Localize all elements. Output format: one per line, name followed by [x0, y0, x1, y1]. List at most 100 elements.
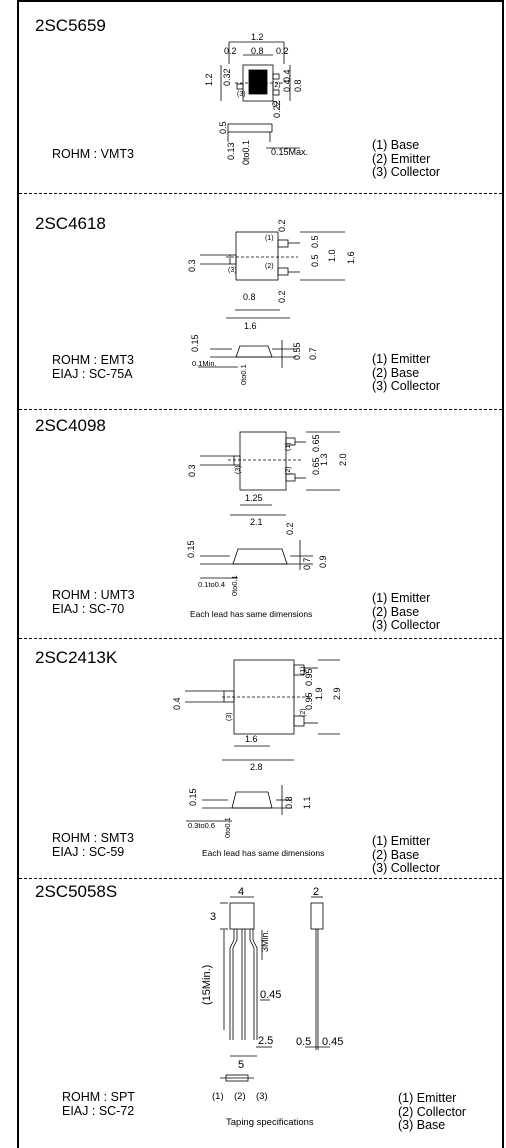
dim-label: 0.15: [190, 334, 200, 352]
pin-item: (3) Base: [398, 1118, 446, 1132]
pin-label: (3): [228, 267, 237, 274]
dim-label: 0.4: [282, 69, 292, 82]
dim-label: 2.0: [338, 453, 348, 466]
dim-label: 0.15: [186, 540, 196, 558]
dim-label: 0.45: [322, 1036, 343, 1048]
pin-item: (1) Emitter: [372, 352, 431, 366]
dim-label: 0.3: [187, 259, 197, 272]
pin-label: (1): [265, 235, 274, 242]
package-name: ROHM : SPT: [62, 1090, 135, 1104]
dim-label: 0.55: [292, 342, 302, 360]
dim-label: 0.1to0.4: [198, 580, 225, 589]
dim-label: 0.5: [310, 254, 320, 267]
dim-label: 0.65: [311, 434, 321, 452]
section-divider: [19, 878, 502, 879]
dim-label: (15Min.): [201, 965, 213, 1005]
section-divider: [19, 193, 502, 194]
dim-label: 0.5: [310, 235, 320, 248]
dim-label: 2.5: [258, 1035, 273, 1047]
pin-item: (1) Emitter: [398, 1091, 457, 1105]
dim-label: 0.22: [272, 100, 282, 118]
pin-label: (2): [234, 1091, 246, 1102]
pin-item: (1) Emitter: [372, 834, 431, 848]
pin-list: (1) Emitter (2) Base (3) Collector: [372, 591, 441, 633]
pin-label: (1): [285, 442, 292, 451]
pin-item: (1) Emitter: [372, 591, 431, 605]
dim-label: 2.8: [250, 762, 263, 772]
pin-label: (2): [265, 263, 274, 270]
part-number: 2SC4618: [35, 214, 106, 233]
pin-item: (3) Collector: [372, 618, 441, 632]
dim-label: 0.9: [318, 555, 328, 568]
dim-label: 0.95: [304, 692, 314, 710]
pin-list: (1) Emitter (2) Collector (3) Base: [398, 1091, 466, 1133]
package-name: ROHM : SMT3: [52, 831, 134, 845]
pin-item: (2) Base: [372, 604, 420, 619]
pin-list: (1) Emitter (2) Base (3) Collector: [372, 834, 441, 876]
dim-label: 1.6: [346, 251, 356, 264]
dim-label: 0.2: [277, 219, 287, 232]
dim-label: 1.9: [314, 687, 324, 700]
pin-item: (2) Emitter: [372, 151, 431, 166]
pin-label: (1): [212, 1091, 224, 1102]
section-divider: [19, 638, 502, 639]
pin-list: (1) Emitter (2) Base (3) Collector: [372, 352, 440, 394]
dim-label: 1.0: [327, 249, 337, 262]
pin-label: (3): [235, 465, 242, 474]
dim-label: 0.8: [293, 79, 303, 92]
package-standard: EIAJ : SC-59: [52, 845, 125, 859]
package-name: ROHM : VMT3: [52, 147, 134, 161]
document-frame: [17, 0, 504, 1148]
dim-label: 2.1: [250, 517, 263, 527]
pin-label: (1): [272, 101, 281, 108]
dim-label: 1.3: [319, 453, 329, 466]
dim-label: 2.9: [332, 687, 342, 700]
dim-label: 0.2: [224, 46, 237, 56]
package-info: ROHM : SPT EIAJ : SC-72: [62, 1090, 135, 1118]
package-name: ROHM : UMT3: [52, 588, 135, 602]
pin-item: (3) Collector: [372, 165, 441, 179]
dim-label: 1.6: [244, 321, 257, 331]
dim-label: 0to0.1: [230, 575, 239, 596]
dim-label: 0.45: [260, 989, 281, 1001]
pin-item: (3) Collector: [372, 861, 441, 875]
dim-label: 2: [313, 886, 319, 898]
pin-label: (2): [272, 82, 281, 89]
dim-label: 0.65: [311, 457, 321, 475]
dim-label: 0.32: [222, 68, 232, 86]
dim-label: 0.5: [218, 121, 228, 134]
pin-label: (2): [285, 466, 292, 475]
pin-label: (1): [300, 666, 307, 675]
dim-label: 0.95: [304, 668, 314, 686]
dim-label: 0.8: [284, 796, 294, 809]
dim-label: 0to0.1: [241, 140, 251, 165]
pin-label: (3): [226, 712, 233, 721]
dim-label: 5: [238, 1059, 244, 1071]
package-standard: EIAJ : SC-75A: [52, 367, 133, 381]
dim-label: 0.15Max.: [271, 147, 308, 157]
dim-label: 0to0.1: [239, 364, 248, 385]
section-divider: [19, 409, 502, 410]
package-info: ROHM : EMT3 EIAJ : SC-75A: [52, 353, 134, 381]
dim-label: 0.1Min.: [192, 359, 217, 368]
pin-item: (2) Base: [372, 365, 420, 380]
package-standard: EIAJ : SC-70: [52, 602, 125, 616]
dim-label: 0to0.1: [223, 817, 232, 838]
pin-label: (3): [256, 1091, 268, 1102]
package-info: ROHM : UMT3 EIAJ : SC-70: [52, 588, 135, 616]
part-number: 2SC4098: [35, 416, 106, 435]
dim-label: 1.6: [245, 734, 258, 744]
dim-label: 1.2: [204, 73, 214, 86]
dim-label: 0.8: [243, 292, 256, 302]
dim-label: 3Min.: [260, 930, 270, 952]
dim-label: 0.2: [285, 522, 295, 535]
pin-item: (1) Base: [372, 138, 420, 152]
pin-list: (1) Base (2) Emitter (3) Collector: [372, 138, 441, 180]
dim-label: 4: [238, 886, 244, 898]
package-standard: EIAJ : SC-72: [62, 1104, 135, 1118]
pin-item: (2) Base: [372, 847, 420, 862]
